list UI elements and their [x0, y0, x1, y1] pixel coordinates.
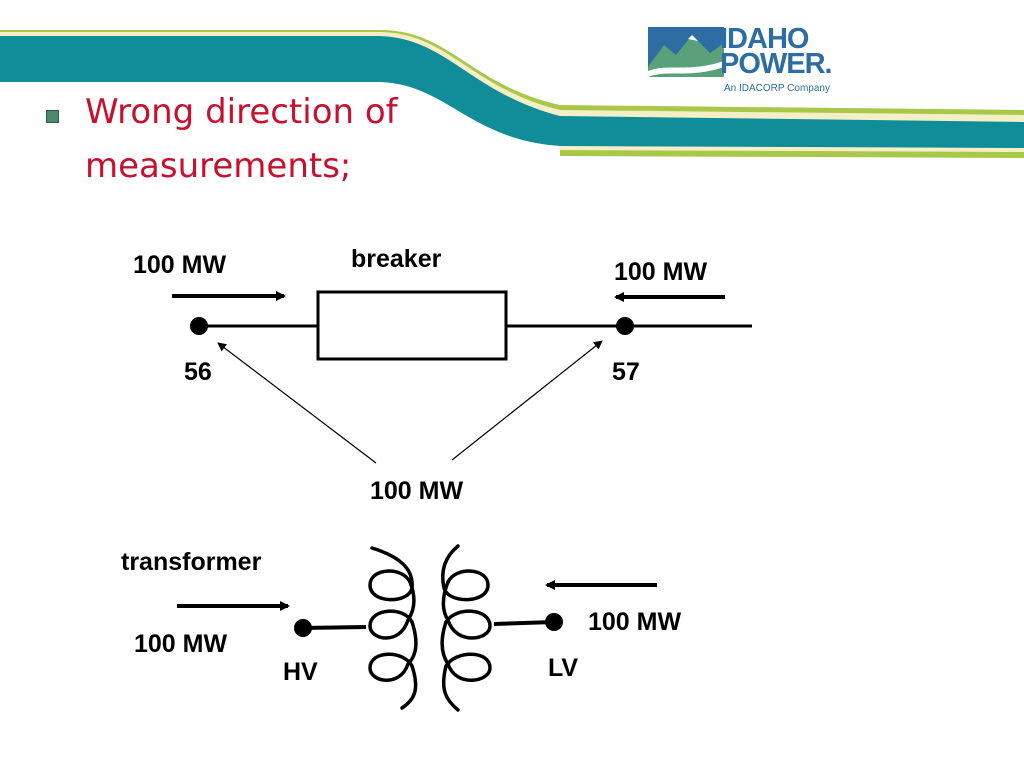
node-56-label: 56 [184, 358, 212, 386]
lv-label: LV [548, 654, 578, 682]
breaker-box [316, 290, 508, 361]
breaker-right-flow-label: 100 MW [614, 258, 707, 286]
bus-node-57 [616, 317, 634, 335]
logo-text-power: POWER. [720, 48, 833, 80]
bus-node-56 [190, 317, 208, 335]
hv-lead [302, 625, 367, 630]
hv-label: HV [283, 658, 318, 686]
breaker-label: breaker [351, 245, 442, 273]
breaker-left-flow-label: 100 MW [133, 251, 226, 279]
header-white-fill [0, 82, 380, 170]
company-logo: IDAHO POWER. An IDACORP Company [640, 18, 840, 98]
pointer-to-57 [451, 340, 603, 461]
transformer-right-flow-label: 100 MW [588, 608, 681, 636]
node-57-label: 57 [612, 358, 640, 386]
breaker-diagram: breaker 100 MW 100 MW 56 57 100 MW [133, 245, 752, 505]
primary-winding [368, 546, 418, 710]
swoosh-teal-band [0, 36, 1024, 148]
logo-text-idaho: IDAHO [720, 23, 809, 55]
bullet-heading: Wrong direction of measurements; [85, 92, 398, 186]
mountain-logo-icon [648, 27, 724, 77]
bullet-marker-icon [46, 110, 59, 123]
pointer-to-56 [217, 342, 377, 464]
secondary-winding [440, 544, 492, 712]
breaker-bottom-flow-label: 100 MW [370, 477, 463, 505]
logo-tagline: An IDACORP Company [724, 83, 830, 94]
transformer-left-flow-label: 100 MW [134, 630, 227, 658]
header-swoosh [0, 30, 1024, 170]
header-white-wedge [376, 82, 560, 170]
transformer-diagram: transformer 100 MW 100 MW [121, 544, 681, 712]
transformer-label: transformer [121, 548, 262, 576]
lv-lead [493, 620, 555, 626]
